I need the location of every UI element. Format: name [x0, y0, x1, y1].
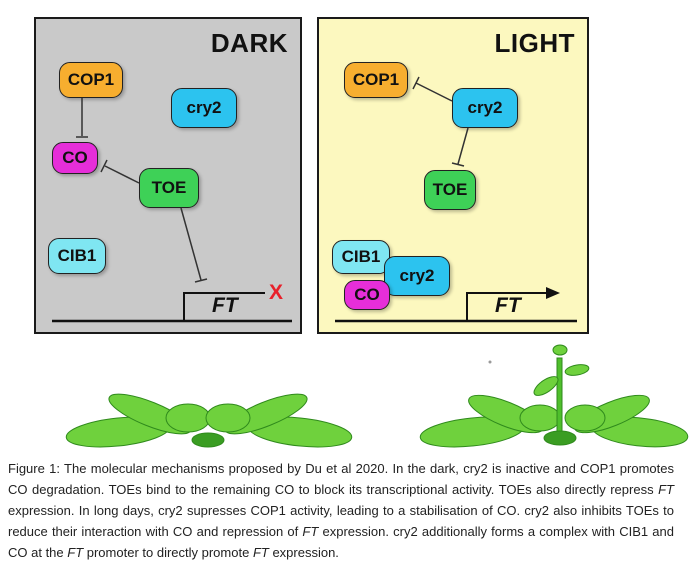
light-cry2-complex-node: cry2	[384, 256, 450, 296]
plant-flowering-light	[419, 344, 689, 448]
caption-ft-4: FT	[252, 545, 269, 560]
figure-caption: Figure 1: The molecular mechanisms propo…	[8, 458, 674, 563]
caption-text-3: expression. cry2 additionally forms a co…	[8, 524, 674, 560]
caption-ft-1: FT	[658, 482, 674, 497]
caption-text-2: expression. In long days, cry2 supresses…	[8, 503, 674, 539]
caption-text-4: promoter to directly promote	[83, 545, 253, 560]
caption-text-1: Figure 1: The molecular mechanisms propo…	[8, 461, 674, 497]
dark-panel-title: DARK	[210, 28, 288, 58]
light-toe-node: TOE	[424, 170, 476, 210]
light-cib1-node: CIB1	[332, 240, 390, 274]
dark-co-node: CO	[52, 142, 98, 174]
plant-rosette-dark	[65, 393, 353, 448]
light-cry2-node: cry2	[452, 88, 518, 128]
caption-text-5: expression.	[268, 545, 339, 560]
dark-ft-gene-label: FT	[212, 294, 238, 317]
dark-cry2-node: cry2	[171, 88, 237, 128]
light-co-node: CO	[344, 280, 390, 310]
dark-cib1-node: CIB1	[48, 238, 106, 274]
light-panel-title: LIGHT	[494, 28, 575, 58]
dark-ft-blocked-mark: X	[269, 281, 284, 304]
dark-toe-node: TOE	[139, 168, 199, 208]
dark-cop1-node: COP1	[59, 62, 123, 98]
light-cop1-node: COP1	[344, 62, 408, 98]
caption-ft-2: FT	[302, 524, 319, 539]
caption-ft-3: FT	[67, 545, 84, 560]
light-ft-gene-label: FT	[495, 294, 521, 317]
